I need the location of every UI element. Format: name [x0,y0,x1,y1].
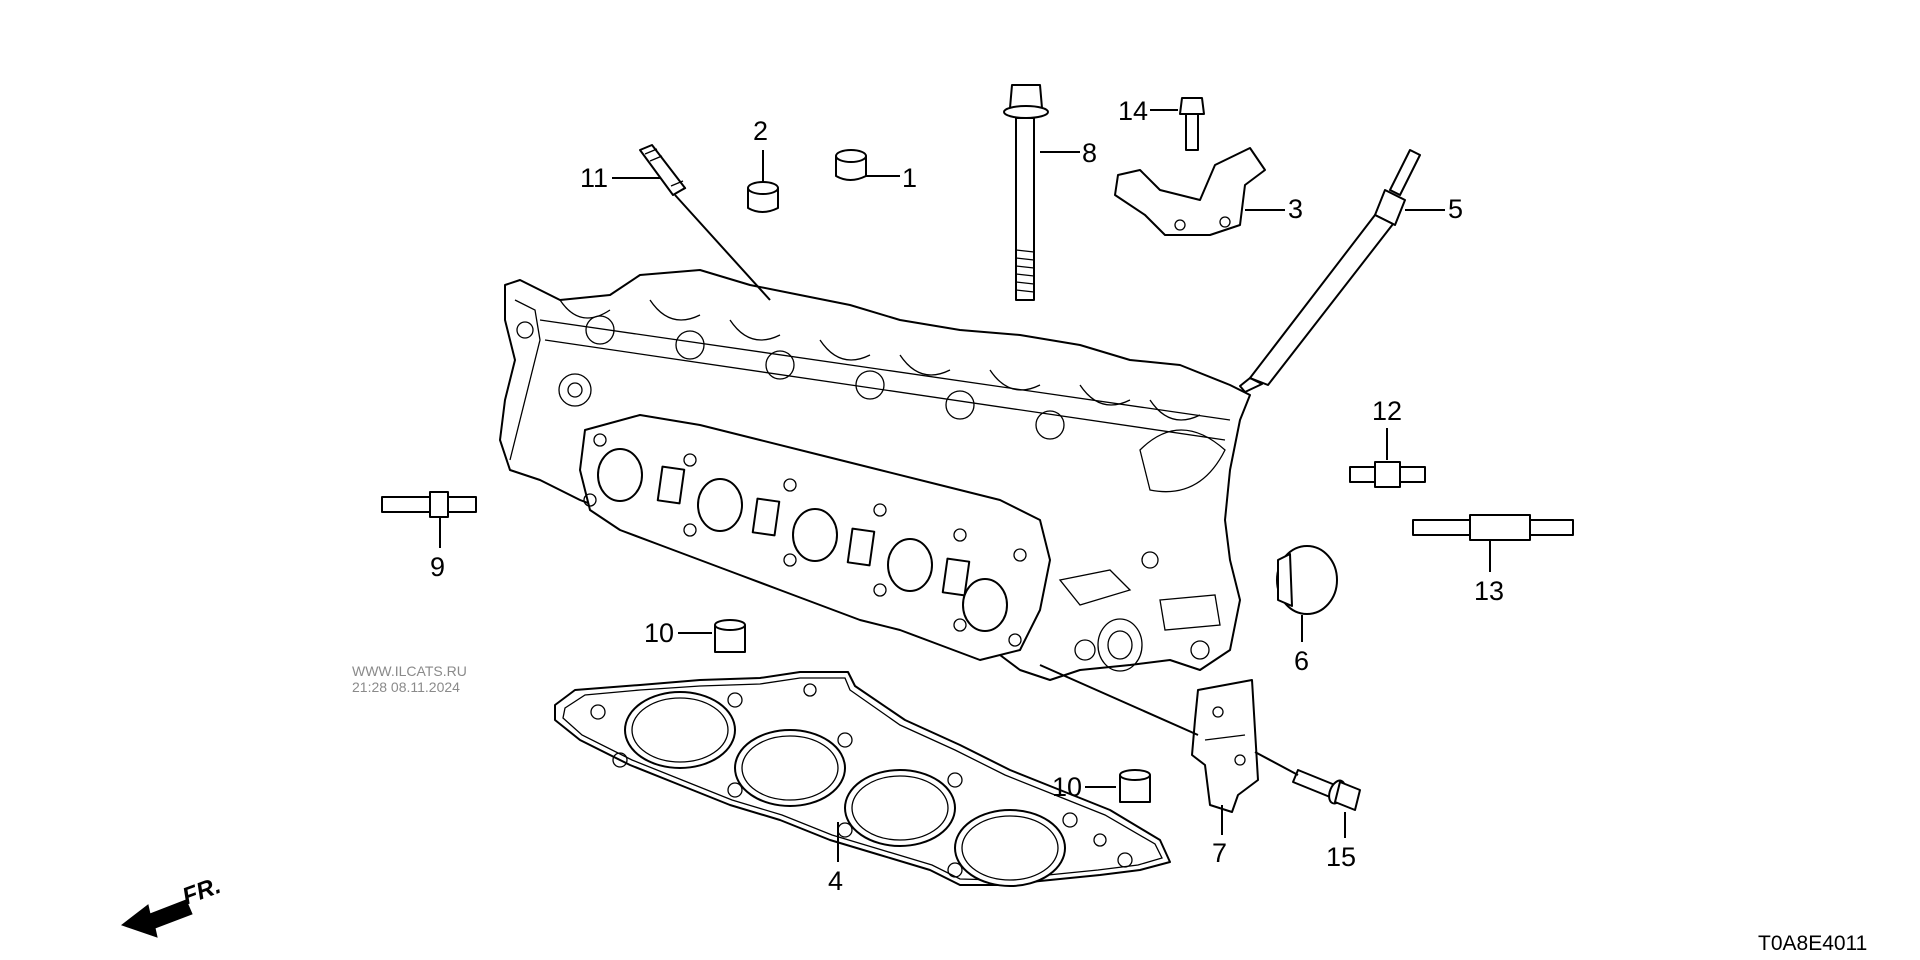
watermark-site: WWW.ILCATS.RU [352,663,467,679]
callout-15: 15 [1326,842,1356,872]
part-14-bolt [1150,97,1205,151]
callout-8: 8 [1082,138,1097,168]
callout-3: 3 [1288,194,1303,224]
front-arrow-icon [120,899,193,938]
cylinder-head [499,269,1251,681]
callout-10b: 10 [1052,772,1082,802]
callout-2: 2 [753,116,768,146]
part-10-dowel-upper [678,619,746,653]
callout-5: 5 [1448,194,1463,224]
part-12-stud [1349,428,1426,488]
part-10-dowel-lower [1085,769,1151,803]
front-label: FR. [179,872,225,911]
callout-13: 13 [1474,576,1504,606]
callout-12: 12 [1372,396,1402,426]
part-9-stud [381,491,477,548]
watermark-timestamp: 21:28 08.11.2024 [352,679,460,695]
part-3-bracket [1114,147,1285,236]
part-15-flange-bolt [1254,751,1361,838]
callout-9: 9 [430,552,445,582]
part-6-plug [1276,545,1338,642]
callout-6: 6 [1294,646,1309,676]
part-5-glow-plug [1239,149,1445,393]
part-4-head-gasket [554,671,1171,887]
callout-1: 1 [902,163,917,193]
part-1-cap [835,149,900,181]
diagram-code: T0A8E4011 [1758,932,1867,955]
callout-11: 11 [580,163,608,193]
callout-14: 14 [1118,96,1148,126]
part-7-bracket-plate [1039,664,1259,835]
callout-7: 7 [1212,838,1227,868]
part-2-cap [747,150,779,213]
part-11-stud [612,144,771,301]
part-13-stud [1412,514,1574,572]
part-8-head-bolt [1003,84,1080,301]
callout-4: 4 [828,866,843,896]
callout-10a: 10 [644,618,674,648]
